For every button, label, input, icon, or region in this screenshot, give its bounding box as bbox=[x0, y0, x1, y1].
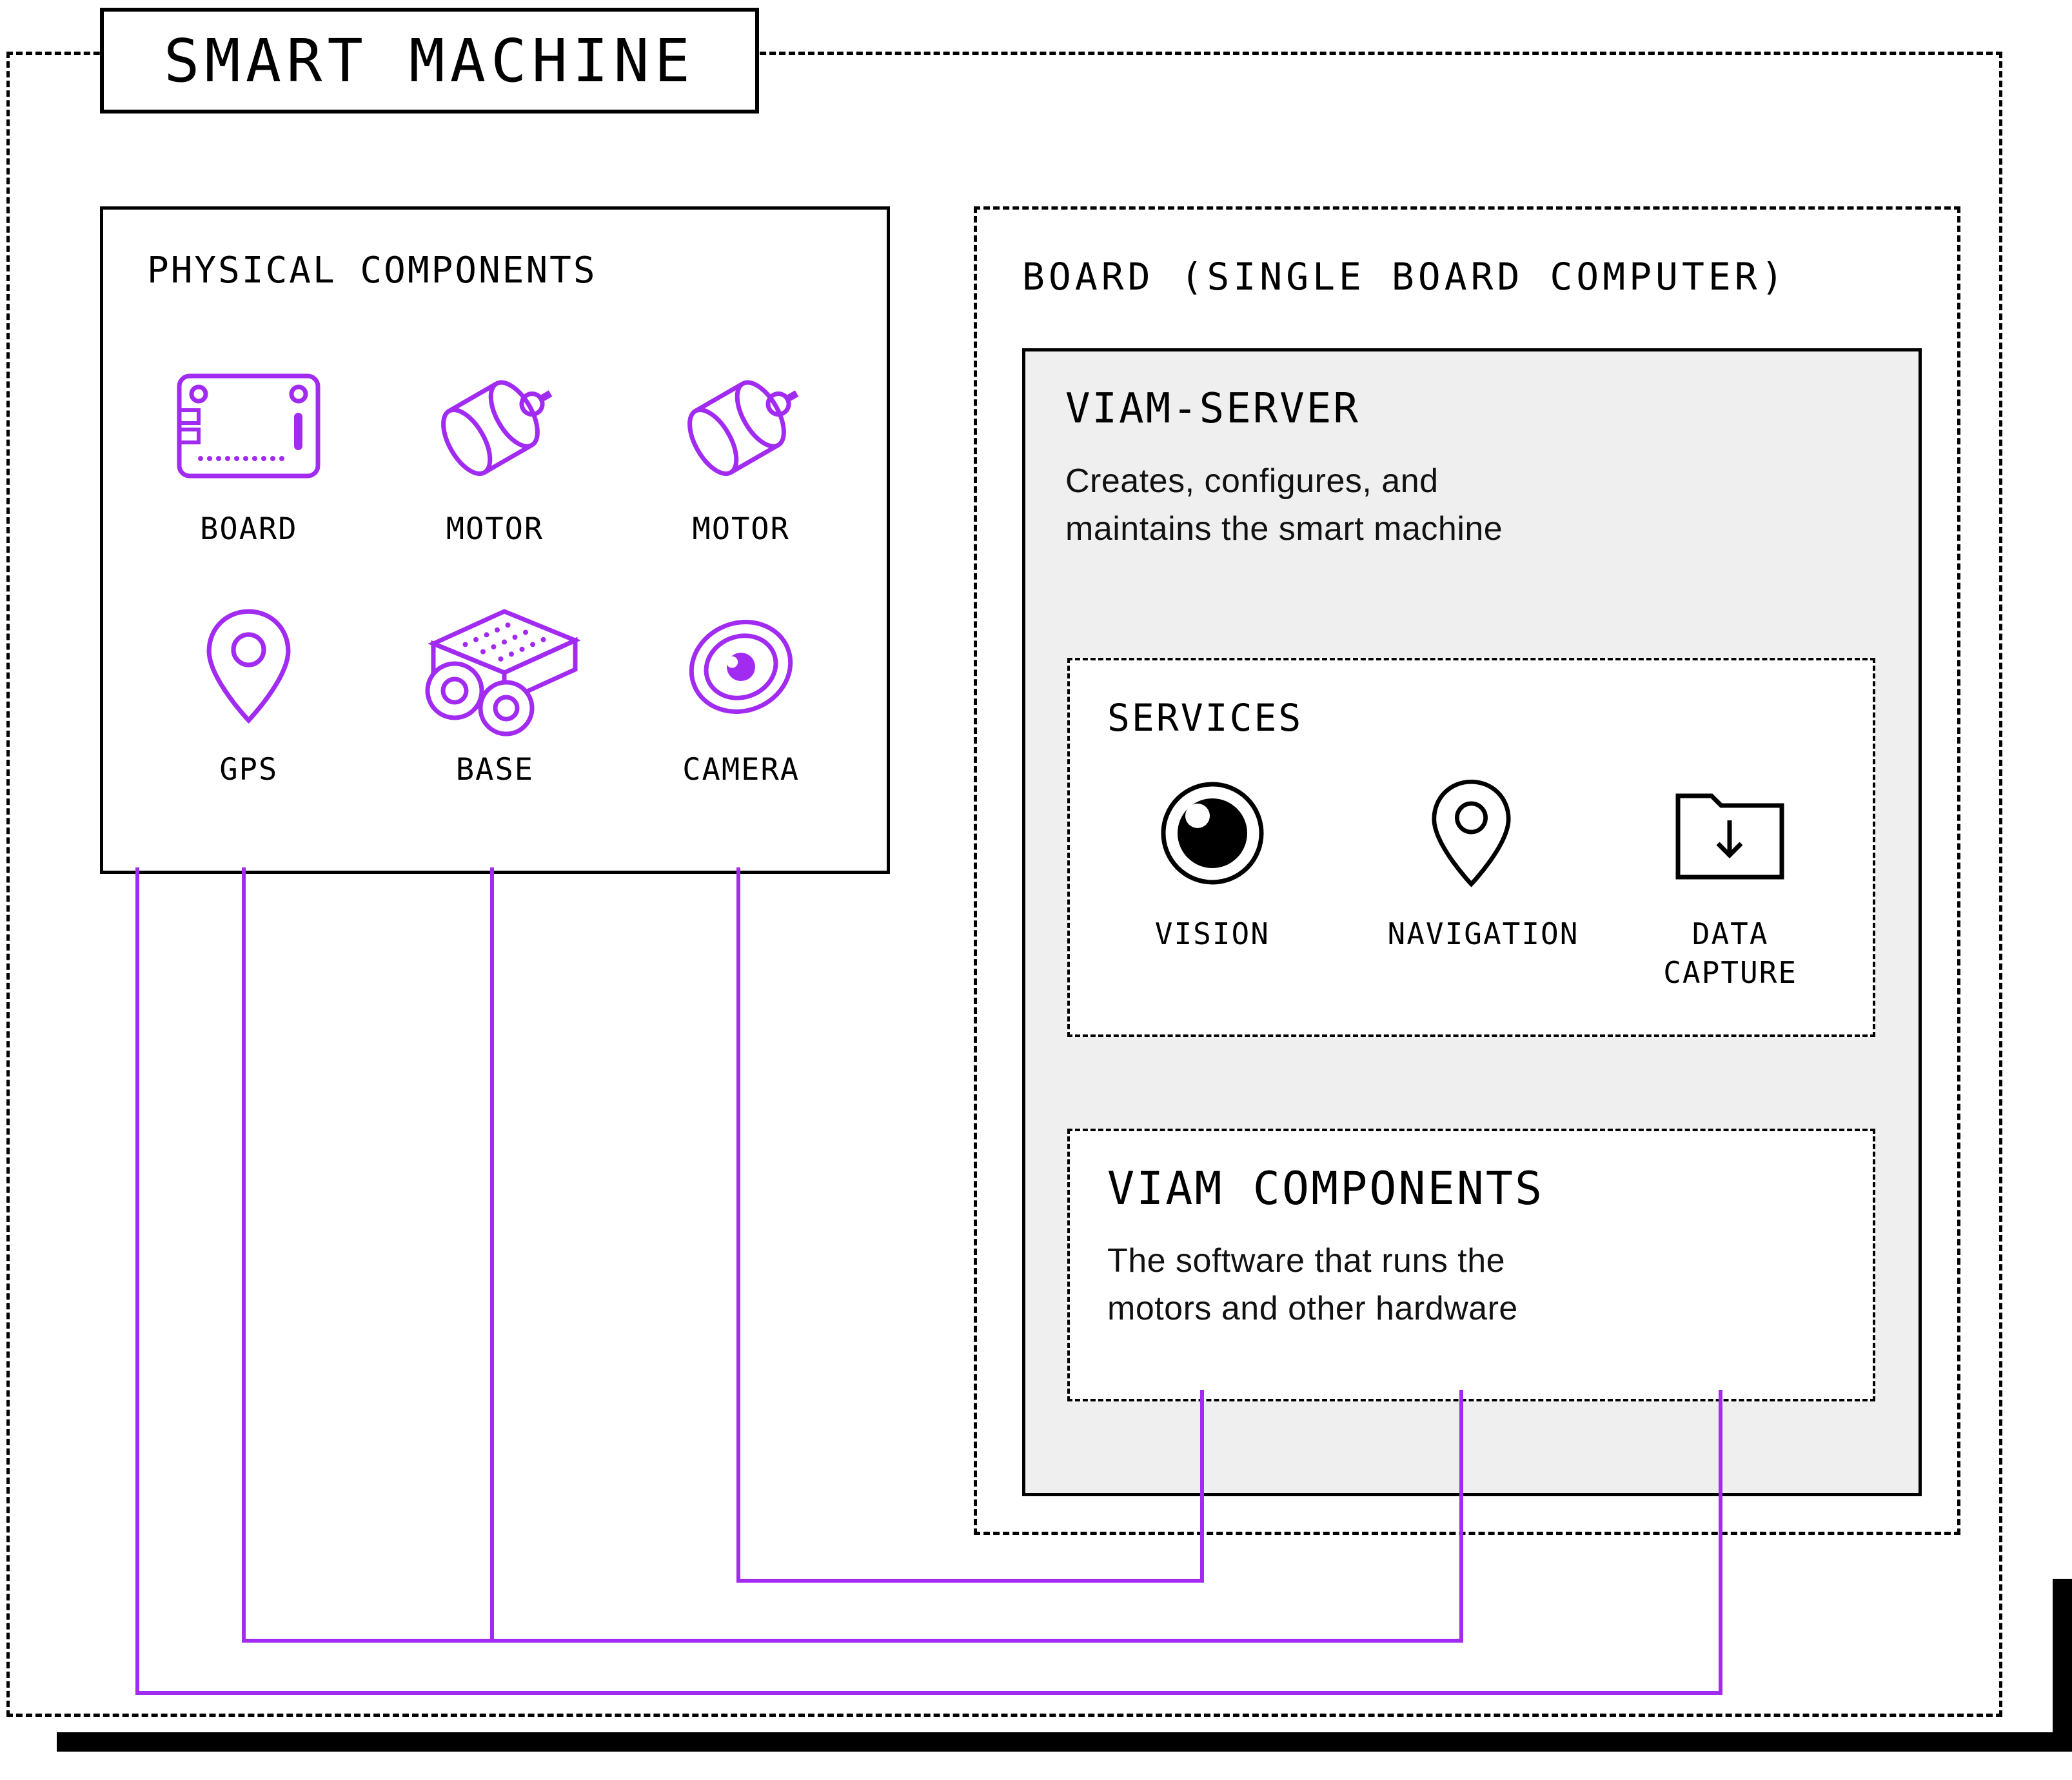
board-title: BOARD (SINGLE BOARD COMPUTER) bbox=[1022, 255, 1788, 299]
camera-connector-rise bbox=[1200, 1390, 1204, 1583]
physical-item-label: MOTOR bbox=[446, 511, 544, 547]
board-connector-horizontal bbox=[135, 1691, 1722, 1695]
drop-shadow-right bbox=[2053, 1579, 2072, 1752]
physical-item-label: BOARD bbox=[200, 511, 298, 547]
diagram-title-box: SMART MACHINE bbox=[100, 8, 759, 114]
physical-components-grid: BOARD MOTOR bbox=[126, 364, 864, 787]
physical-item-gps: GPS bbox=[126, 605, 372, 787]
physical-item-base: BASE bbox=[372, 605, 618, 787]
gps-base-connector-horizontal bbox=[242, 1639, 1463, 1643]
physical-item-motor-2: MOTOR bbox=[618, 364, 864, 547]
smart-machine-outline bbox=[6, 52, 2002, 1717]
data-capture-folder-icon bbox=[1674, 776, 1787, 889]
camera-connector-vertical bbox=[736, 867, 740, 1583]
service-item-label: VISION bbox=[1154, 916, 1270, 951]
navigation-pin-icon bbox=[1431, 776, 1512, 889]
service-item-label: NAVIGATION bbox=[1387, 916, 1579, 951]
services-title: SERVICES bbox=[1107, 696, 1303, 740]
physical-item-label: MOTOR bbox=[692, 511, 790, 547]
vision-eye-icon bbox=[1158, 776, 1267, 889]
viam-components-description: The software that runs the motors and ot… bbox=[1107, 1242, 1518, 1327]
physical-item-label: CAMERA bbox=[682, 752, 800, 787]
physical-components-box: PHYSICAL COMPONENTS bbox=[100, 206, 890, 874]
motor-icon bbox=[673, 364, 809, 487]
camera-lens-icon bbox=[683, 605, 799, 727]
physical-item-motor-1: MOTOR bbox=[372, 364, 618, 547]
physical-item-label: BASE bbox=[455, 752, 535, 787]
drop-shadow-bottom bbox=[57, 1732, 2072, 1752]
viam-server-box: VIAM-SERVER Creates, configures, and mai… bbox=[1022, 348, 1922, 1496]
viam-server-title: VIAM-SERVER bbox=[1065, 385, 1360, 433]
circuit-board-icon bbox=[176, 364, 321, 487]
physical-item-label: GPS bbox=[219, 752, 279, 787]
service-item-label: DATA CAPTURE bbox=[1663, 916, 1798, 990]
services-row: VISION NAVIGATION bbox=[1083, 776, 1860, 993]
board-connector-vertical bbox=[135, 867, 139, 1695]
motor-icon bbox=[427, 364, 562, 487]
board-box: BOARD (SINGLE BOARD COMPUTER) VIAM-SERVE… bbox=[974, 206, 1960, 1535]
physical-components-title: PHYSICAL COMPONENTS bbox=[147, 250, 597, 292]
camera-connector-horizontal bbox=[736, 1579, 1204, 1583]
viam-components-title: VIAM COMPONENTS bbox=[1107, 1162, 1544, 1215]
services-box: SERVICES VISION bbox=[1067, 658, 1875, 1037]
gps-base-connector-rise bbox=[1459, 1390, 1463, 1643]
viam-server-description: Creates, configures, and maintains the s… bbox=[1065, 462, 1503, 548]
diagram-title: SMART MACHINE bbox=[163, 26, 696, 95]
physical-item-board: BOARD bbox=[126, 364, 372, 547]
board-connector-rise bbox=[1719, 1390, 1722, 1695]
physical-item-camera: CAMERA bbox=[618, 605, 864, 787]
rover-base-icon bbox=[398, 605, 591, 737]
service-item-data-capture: DATA CAPTURE bbox=[1601, 776, 1860, 993]
viam-components-box: VIAM COMPONENTS The software that runs t… bbox=[1067, 1129, 1875, 1401]
service-item-navigation: NAVIGATION bbox=[1342, 776, 1601, 993]
service-item-vision: VISION bbox=[1083, 776, 1342, 993]
gps-connector-vertical bbox=[242, 867, 246, 1643]
base-connector-vertical bbox=[490, 867, 494, 1643]
gps-pin-icon bbox=[205, 605, 292, 727]
